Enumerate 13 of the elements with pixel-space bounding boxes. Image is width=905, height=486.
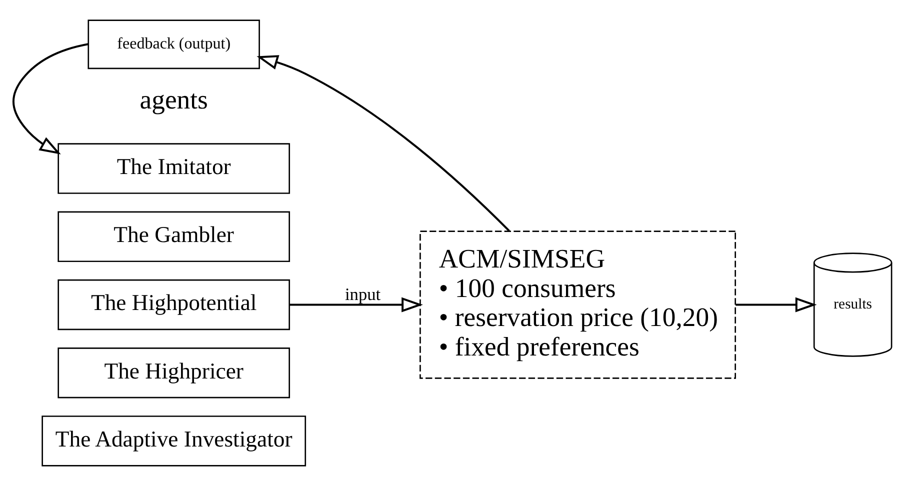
node-box: The Gambler xyxy=(58,211,290,262)
arrow xyxy=(290,297,423,312)
node-box: The Highpotential xyxy=(58,279,290,330)
arrow xyxy=(736,297,817,312)
arrow xyxy=(256,55,510,232)
node-box: ACM/SIMSEG • 100 consumers • reservation price (10,20) • fixed preferences xyxy=(420,230,736,379)
node-box: The Adaptive Investigator xyxy=(42,416,306,466)
node-box: The Imitator xyxy=(58,143,290,194)
edge-label: input xyxy=(344,284,381,304)
label: agents xyxy=(140,84,208,114)
node-box: feedback (output) xyxy=(88,20,260,70)
arrow xyxy=(12,43,88,154)
node-box: The Highpricer xyxy=(58,347,290,398)
